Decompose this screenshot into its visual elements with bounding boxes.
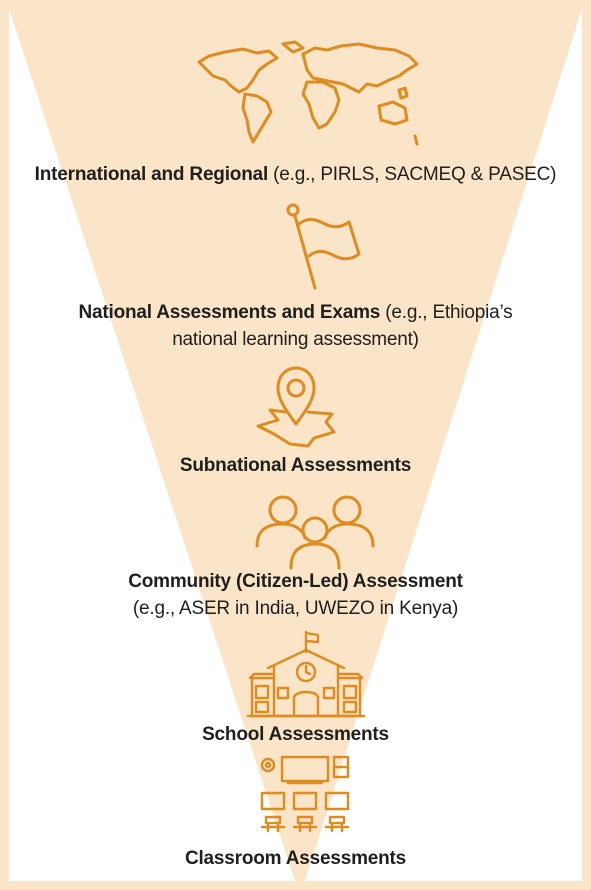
level-detail-line2: (e.g., ASER in India, UWEZO in Kenya) (132, 598, 459, 619)
school-building-icon (246, 630, 366, 720)
level-national: National Assessments and Exams (e.g., Et… (0, 299, 591, 353)
level-school: School Assessments (0, 721, 591, 748)
level-subnational: Subnational Assessments (0, 452, 591, 479)
level-international: International and Regional (e.g., PIRLS,… (0, 161, 591, 188)
community-people-icon (255, 490, 375, 572)
level-detail-line2: national learning assessment) (172, 329, 419, 350)
level-title: Community (Citizen-Led) Assessment (128, 571, 463, 592)
map-pin-icon (250, 362, 340, 448)
classroom-icon (256, 755, 356, 847)
level-detail: (e.g., PIRLS, SACMEQ & PASEC) (273, 164, 557, 185)
level-community: Community (Citizen-Led) Assessment (e.g.… (0, 568, 591, 622)
level-title: School Assessments (202, 724, 389, 745)
level-detail: (e.g., Ethiopia’s (385, 302, 513, 323)
flag-icon (283, 202, 363, 292)
level-title: International and Regional (34, 164, 269, 185)
level-title: National Assessments and Exams (78, 302, 381, 323)
level-classroom: Classroom Assessments (0, 845, 591, 872)
level-title: Classroom Assessments (184, 848, 407, 869)
level-title: Subnational Assessments (179, 455, 412, 476)
world-map-icon (195, 40, 425, 148)
